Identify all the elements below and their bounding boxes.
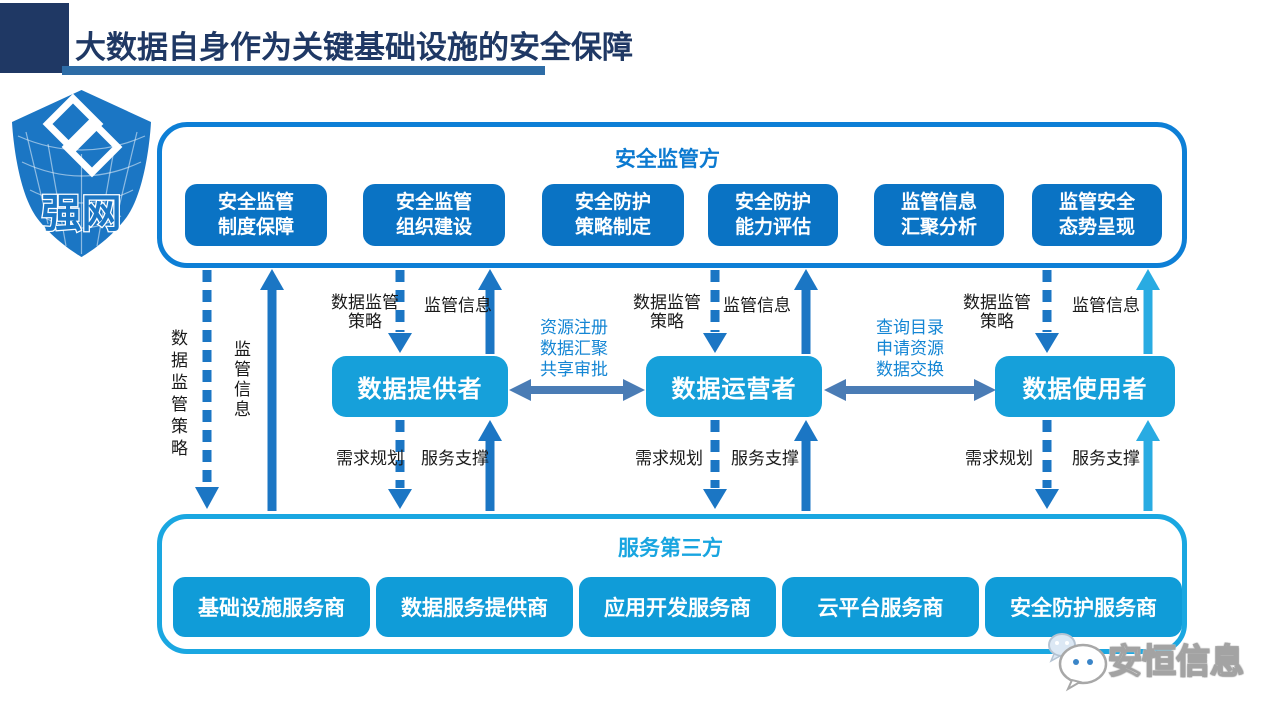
wechat-icon: [1048, 633, 1108, 692]
policy-label-line2: 策略: [348, 312, 382, 331]
regulator-panel-title: 安全监管方: [615, 148, 720, 171]
regulator-box-organization: 安全监管 组织建设: [363, 184, 505, 246]
vendor-box-infrastructure: 基础设施服务商: [173, 577, 370, 637]
regulator-box-line: 监管信息: [900, 191, 977, 213]
policy-label-line1: 数据监管: [331, 293, 399, 312]
actor-data-provider: 数据提供者: [332, 356, 508, 417]
info-label-provider: 监管信息: [424, 296, 492, 315]
exchange-label-register: 资源注册 数据汇聚 共享审批: [530, 317, 618, 380]
regulator-box-capability: 安全防护 能力评估: [708, 184, 838, 246]
vendor-box-app-dev: 应用开发服务商: [579, 577, 776, 637]
exchange-line: 共享审批: [540, 360, 608, 379]
regulator-box-aggregation: 监管信息 汇聚分析: [874, 184, 1004, 246]
vendor-box-security: 安全防护服务商: [985, 577, 1182, 637]
demand-label-user: 需求规划: [965, 449, 1033, 468]
watermark-text: 安恒信息: [1107, 642, 1245, 682]
third-party-panel-title: 服务第三方: [618, 537, 723, 560]
exchange-line: 查询目录: [876, 318, 944, 337]
left-policy-label: 数据监管策略: [168, 329, 187, 461]
regulator-box-line: 组织建设: [395, 217, 472, 238]
regulator-box-line: 监管安全: [1058, 191, 1135, 213]
policy-label-line1: 数据监管: [633, 293, 701, 312]
arrow-provider-operator-exchange: [509, 379, 645, 401]
left-info-label: 监管信息: [231, 340, 250, 420]
regulator-box-line: 制度保障: [217, 217, 294, 238]
regulator-box-line: 安全防护: [734, 191, 811, 213]
vendor-box-cloud: 云平台服务商: [782, 577, 979, 637]
support-label-provider: 服务支撑: [421, 449, 489, 468]
title-underline: [62, 66, 545, 75]
policy-label-line1: 数据监管: [963, 293, 1031, 312]
arrow-policy-down-user: [1035, 270, 1059, 353]
support-label-operator: 服务支撑: [731, 449, 799, 468]
vendor-box-data-service: 数据服务提供商: [376, 577, 573, 637]
shield-emblem: [42, 93, 123, 178]
arrow-demand-down-user: [1035, 420, 1059, 509]
policy-label-user: 数据监管 策略: [958, 293, 1036, 331]
policy-label-provider: 数据监管 策略: [326, 293, 404, 331]
exchange-label-query: 查询目录 申请资源 数据交换: [866, 317, 954, 380]
shield-grid: [17, 131, 146, 254]
demand-label-operator: 需求规划: [635, 449, 703, 468]
regulator-box-line: 态势呈现: [1058, 217, 1135, 238]
info-label-user: 监管信息: [1072, 296, 1140, 315]
arrow-info-up-operator: [794, 269, 818, 354]
exchange-line: 数据交换: [876, 360, 944, 379]
arrow-operator-user-exchange: [824, 379, 996, 401]
page-title: 大数据自身作为关键基础设施的安全保障: [75, 30, 633, 65]
regulator-box-system: 安全监管 制度保障: [185, 184, 327, 246]
regulator-box-line: 安全监管: [395, 191, 472, 213]
title-accent-block: [0, 3, 69, 73]
exchange-line: 数据汇聚: [540, 339, 608, 358]
demand-label-provider: 需求规划: [336, 449, 404, 468]
regulator-box-line: 策略制定: [574, 217, 651, 238]
info-label-operator: 监管信息: [723, 296, 791, 315]
regulator-box-line: 安全监管: [217, 191, 294, 213]
shield-logo-text: 强网: [42, 192, 122, 236]
arrow-demand-down-operator: [703, 420, 727, 509]
arrow-info-up-left: [260, 269, 284, 511]
regulator-box-line: 汇聚分析: [900, 217, 977, 238]
qiangwang-shield-logo: 强网: [12, 90, 151, 257]
policy-label-operator: 数据监管 策略: [628, 293, 706, 331]
exchange-line: 申请资源: [876, 339, 944, 358]
actor-data-operator: 数据运营者: [646, 356, 822, 417]
arrow-policy-down-left: [195, 270, 219, 509]
exchange-line: 资源注册: [540, 318, 608, 337]
actor-data-user: 数据使用者: [995, 356, 1175, 417]
policy-label-line2: 策略: [980, 312, 1014, 331]
regulator-box-policy: 安全防护 策略制定: [542, 184, 684, 246]
regulator-box-situation: 监管安全 态势呈现: [1032, 184, 1162, 246]
policy-label-line2: 策略: [650, 312, 684, 331]
regulator-box-line: 能力评估: [734, 217, 811, 238]
support-label-user: 服务支撑: [1072, 449, 1140, 468]
regulator-box-line: 安全防护: [574, 191, 651, 213]
